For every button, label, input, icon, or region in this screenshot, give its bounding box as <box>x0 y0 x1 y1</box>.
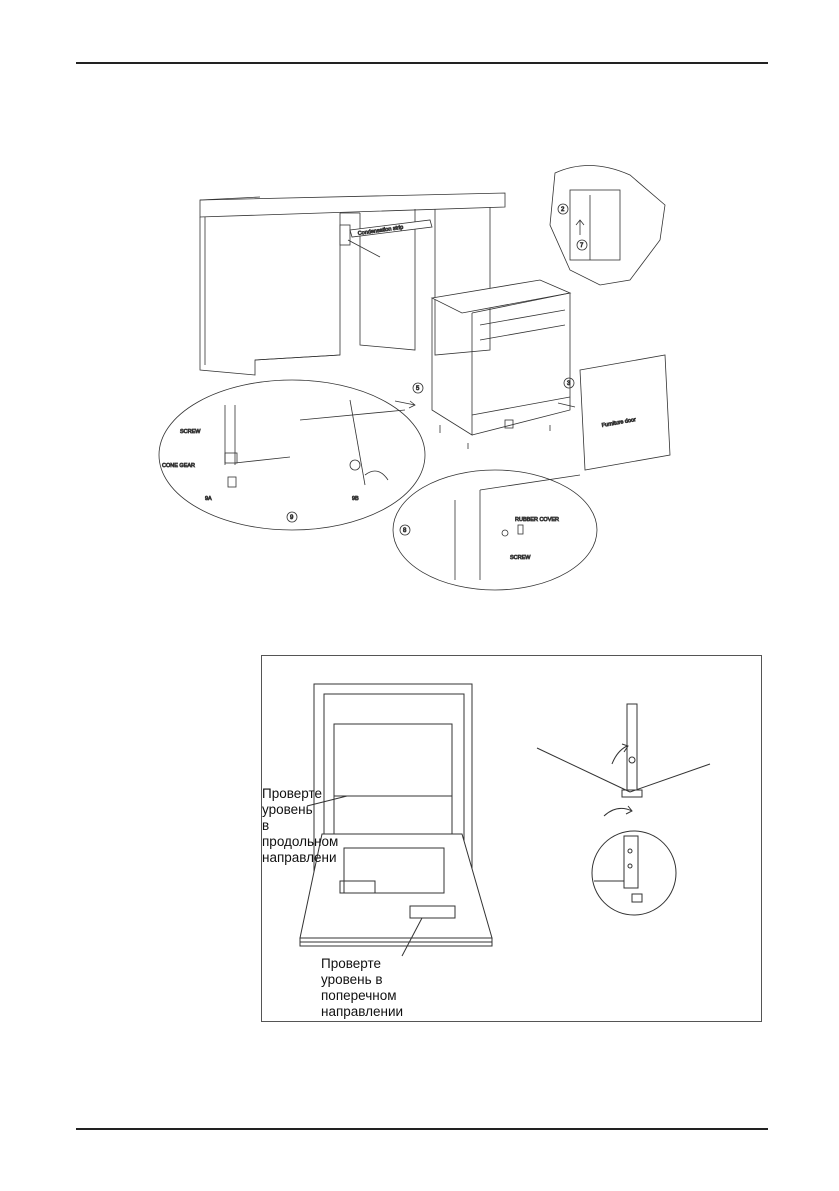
screw-label-bottom: SCREW <box>510 555 531 561</box>
dishwasher-open-front <box>299 683 493 947</box>
dishwasher-unit <box>430 279 572 449</box>
step-number-9: 9 <box>290 515 294 521</box>
step-circle-8 <box>399 524 411 536</box>
longitudinal-leader-line <box>306 795 348 807</box>
step-number-3: 3 <box>567 381 571 387</box>
screw-label-top: SCREW <box>180 429 201 435</box>
step-circle-9 <box>286 511 298 523</box>
furniture-door-panel <box>579 354 671 471</box>
longitudinal-check-label: Проверте уровень в продольном направлени <box>262 786 339 865</box>
leveling-diagram <box>299 683 711 957</box>
step-number-5: 5 <box>416 386 420 392</box>
step-number-7: 7 <box>580 243 584 249</box>
cone-gear-label: CONE GEAR <box>162 463 195 469</box>
rubber-cover-label: RUBBER COVER <box>515 517 559 523</box>
header-rule <box>76 62 768 64</box>
leveling-foot-zoom <box>591 830 677 916</box>
detail-leveling-feet <box>158 379 426 531</box>
transverse-check-label: Проверте уровень в поперечном направлени… <box>321 956 404 1019</box>
installation-diagram: Condensation strip Furniture door 2 7 <box>158 165 671 591</box>
step-number-2: 2 <box>561 207 565 213</box>
kitchen-cabinet <box>199 192 506 376</box>
leveling-figure-frame <box>261 655 762 1022</box>
transverse-leader-line <box>401 917 423 957</box>
step-9b-label: 9B <box>352 496 359 502</box>
step-circle-3 <box>563 377 575 389</box>
footer-rule <box>76 1128 768 1130</box>
push-arrow-left <box>394 400 416 409</box>
step-number-8: 8 <box>403 528 407 534</box>
detail-top-right <box>549 165 666 286</box>
push-arrow-right <box>557 402 576 408</box>
step-9a-label: 9A <box>205 496 212 502</box>
leveling-foot-diagram <box>536 703 711 817</box>
detail-door-screw <box>392 469 598 591</box>
step-circle-5 <box>412 382 424 394</box>
